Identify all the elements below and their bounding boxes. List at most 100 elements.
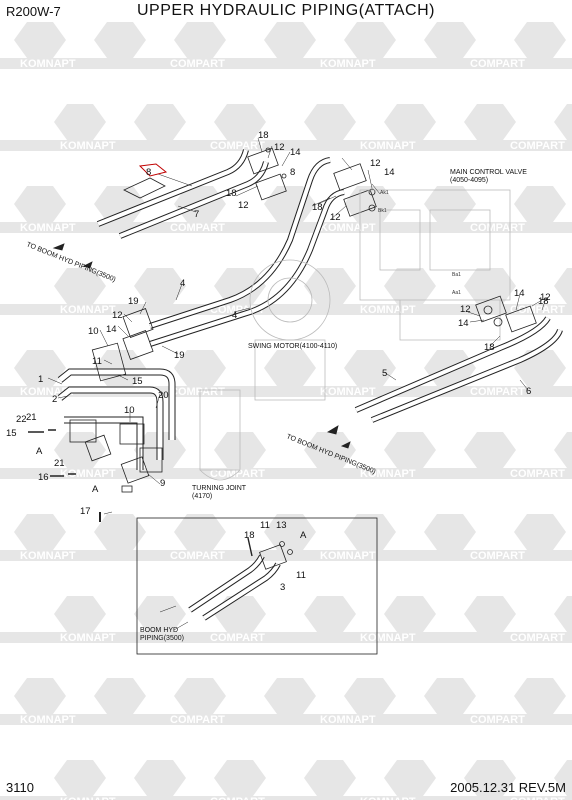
- watermark-hex: [344, 350, 396, 386]
- watermark-hex: [304, 268, 356, 304]
- watermark-hex: [554, 596, 572, 632]
- watermark-hex: [134, 596, 186, 632]
- watermark-hex: [344, 514, 396, 550]
- watermark-text: COMPART: [210, 468, 265, 480]
- hose-5-6: [354, 316, 563, 423]
- watermark-hex: [304, 104, 356, 140]
- watermark-text: COMPART: [470, 386, 525, 398]
- watermark-hex: [54, 760, 106, 796]
- watermark-text: COMPART: [510, 796, 565, 800]
- callout-11: 11: [260, 520, 270, 531]
- watermark-hex: [344, 678, 396, 714]
- watermark-hex: [264, 514, 316, 550]
- callout-14: 14: [458, 318, 469, 329]
- detail-ref-a-box: A: [300, 530, 307, 541]
- watermark-text: KOMNAPT: [20, 714, 76, 726]
- watermark-hex: [214, 760, 266, 796]
- port-label-ba1: Ba1: [452, 272, 461, 278]
- callout-12: 12: [540, 292, 551, 303]
- watermark-text: KOMNAPT: [320, 222, 376, 234]
- drawing-lines: [28, 137, 563, 655]
- callout-14: 14: [384, 167, 395, 178]
- watermark-hex: [174, 350, 226, 386]
- callout-12: 12: [460, 304, 471, 315]
- callout-19: 19: [128, 296, 139, 307]
- watermark-hex: [14, 22, 66, 58]
- watermark-hex: [424, 678, 476, 714]
- watermark-hex: [304, 432, 356, 468]
- detail-ref-a-left: A: [36, 446, 43, 457]
- hose-8-7: [96, 149, 269, 239]
- watermark-text: COMPART: [470, 550, 525, 562]
- watermark-text: COMPART: [470, 222, 525, 234]
- watermark-hex: [214, 104, 266, 140]
- watermark-hex: [464, 760, 516, 796]
- callout-12: 12: [112, 310, 123, 321]
- callout-7: 7: [194, 209, 199, 220]
- callout-16: 16: [38, 472, 49, 483]
- watermark-hex: [384, 596, 436, 632]
- callout-18: 18: [484, 342, 495, 353]
- watermark-hex: [134, 268, 186, 304]
- callout-12: 12: [274, 142, 285, 153]
- watermark-text: COMPART: [170, 58, 225, 70]
- swing-motor-label: SWING MOTOR(4100-4110): [248, 343, 337, 350]
- watermark-text: COMPART: [510, 140, 565, 152]
- callout-21: 21: [26, 412, 37, 423]
- watermark-text: KOMNAPT: [360, 796, 416, 800]
- callout-9: 9: [160, 478, 165, 489]
- watermark-hex: [54, 104, 106, 140]
- watermark-hex: [94, 22, 146, 58]
- watermark-hex: [54, 268, 106, 304]
- callout-8: 8: [146, 167, 151, 178]
- watermark-hex: [464, 268, 516, 304]
- watermark-hex: [554, 104, 572, 140]
- watermark-hex: [424, 22, 476, 58]
- watermark-hex: [304, 596, 356, 632]
- port-label-aa1: Aa1: [452, 290, 461, 296]
- callout-18: 18: [312, 202, 323, 213]
- watermark-hex: [384, 268, 436, 304]
- callout-12: 12: [370, 158, 381, 169]
- watermark-hex: [344, 22, 396, 58]
- port-label-ak1: Ak1: [380, 190, 389, 196]
- callout-19: 19: [174, 350, 185, 361]
- callout-6: 6: [526, 386, 531, 397]
- callout-20: 20: [158, 390, 169, 401]
- watermark-text: COMPART: [210, 632, 265, 644]
- page-number: 3110: [6, 780, 34, 795]
- turning-joint-ref: (4170): [192, 493, 212, 500]
- watermark-text: KOMNAPT: [320, 386, 376, 398]
- watermark-hex: [94, 350, 146, 386]
- callout-11: 11: [296, 570, 306, 581]
- callout-15: 15: [6, 428, 17, 439]
- watermark-text: KOMNAPT: [20, 58, 76, 70]
- callout-2: 2: [52, 394, 57, 405]
- watermark-text: KOMNAPT: [60, 632, 116, 644]
- main-control-valve-ref: (4050-4095): [450, 177, 488, 184]
- watermark-hex: [174, 678, 226, 714]
- callout-21: 21: [54, 458, 65, 469]
- leader-lines: [47, 137, 547, 515]
- model-code: R200W-7: [6, 4, 61, 19]
- watermark-hex: [344, 186, 396, 222]
- callout-5: 5: [382, 368, 387, 379]
- watermark-text: COMPART: [170, 222, 225, 234]
- callout-4: 4: [180, 278, 185, 289]
- turning-joint-label: TURNING JOINT: [192, 485, 247, 492]
- callout-4: 4: [232, 310, 237, 321]
- boom-hyd-label-line1: BOOM HYD: [140, 627, 178, 634]
- watermark-text: COMPART: [210, 796, 265, 800]
- highlight-item-8: [138, 163, 168, 177]
- watermark-hex: [464, 432, 516, 468]
- callout-12: 12: [238, 200, 249, 211]
- watermark-hex: [54, 596, 106, 632]
- detail-box: [136, 517, 378, 655]
- boom-hyd-label-line2: PIPING(3500): [140, 635, 184, 642]
- watermark-hex: [134, 104, 186, 140]
- watermark-strip: [0, 468, 572, 479]
- watermark-text: COMPART: [510, 468, 565, 480]
- watermark-text: KOMNAPT: [20, 222, 76, 234]
